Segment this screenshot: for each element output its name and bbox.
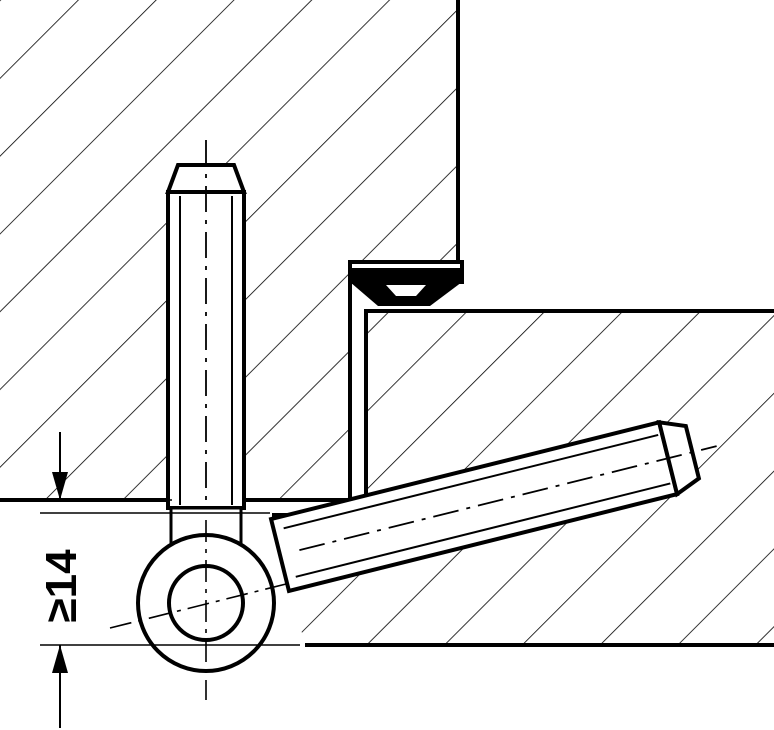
hinge-knuckle: [109, 520, 291, 700]
dimension-arrow-up-icon: [52, 645, 68, 673]
dimension-label: ≥14: [37, 549, 86, 623]
dimension-min-14: ≥14: [37, 432, 300, 728]
dimension-arrow-down-icon: [52, 472, 68, 500]
seal-profile: [348, 260, 464, 306]
door-pin: [268, 419, 717, 594]
frame-pin: [165, 140, 247, 510]
